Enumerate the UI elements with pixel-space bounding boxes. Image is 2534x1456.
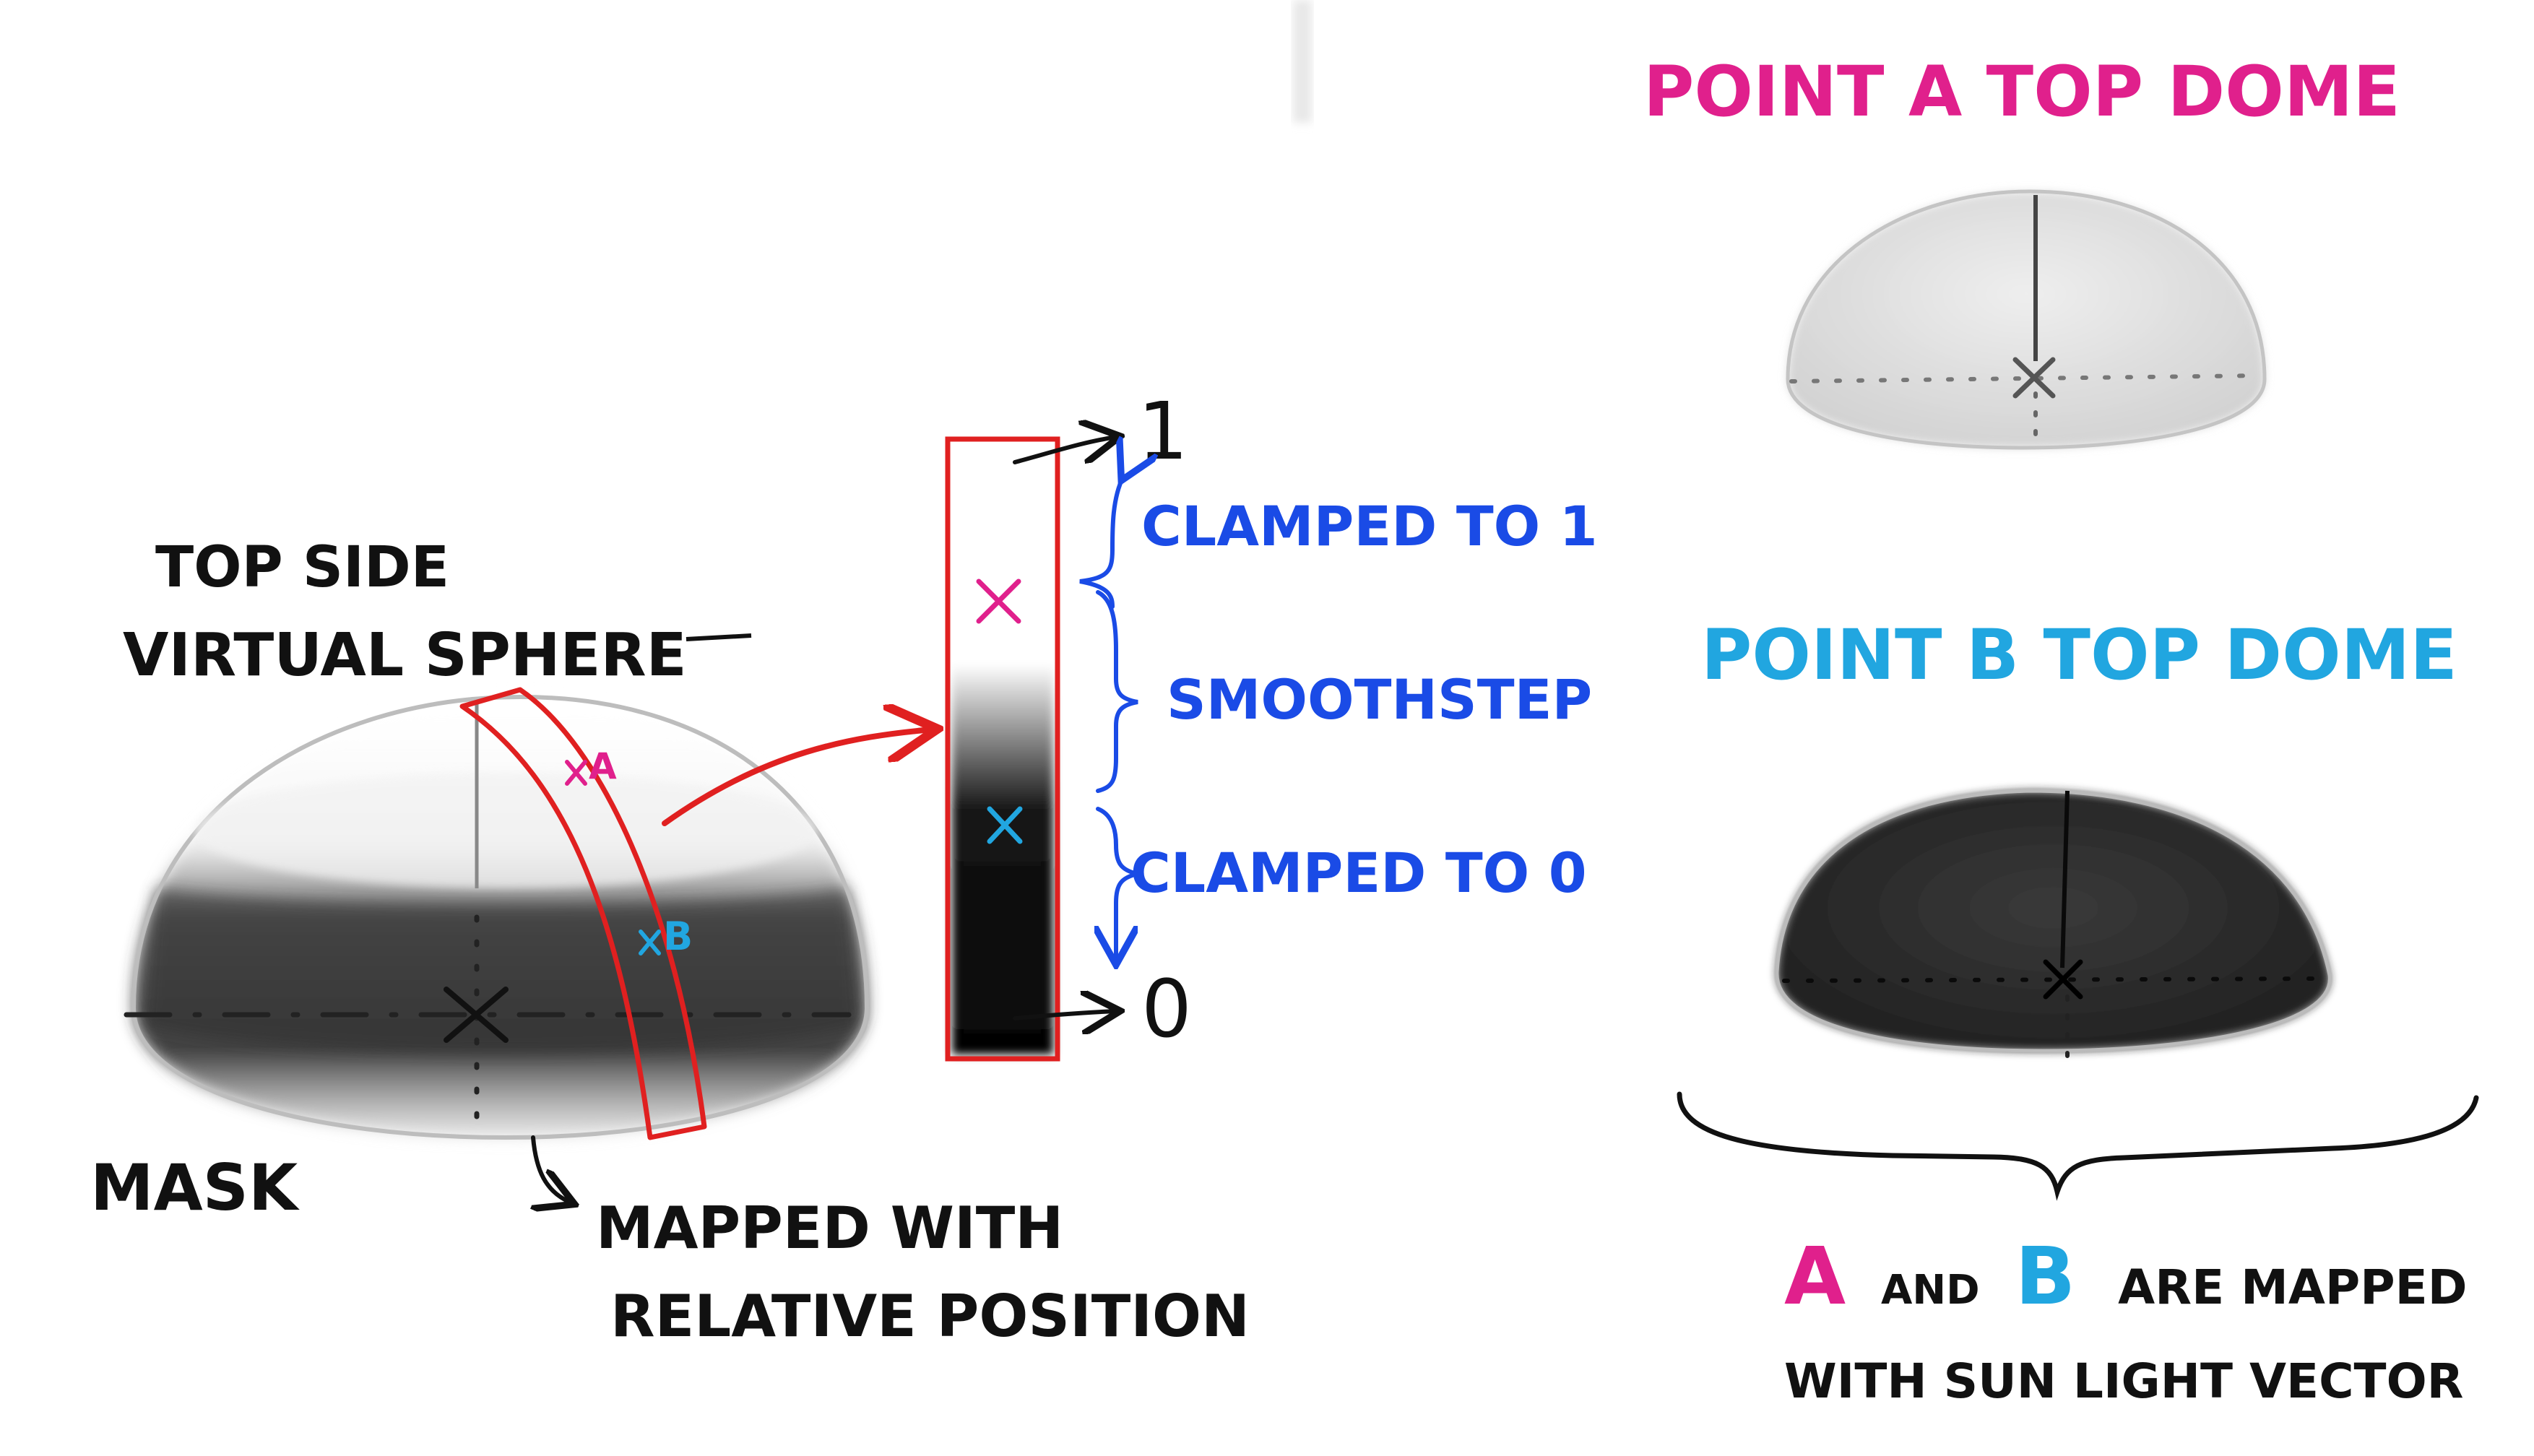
sphere-title-line2: VIRTUAL SPHERE [123, 621, 687, 690]
caption-rest-line1: ARE MAPPED [2118, 1260, 2467, 1315]
caption-a: A [1784, 1230, 1846, 1322]
dome-b-vertical-axis [2060, 790, 2070, 968]
dome-a-center-x-icon [2012, 357, 2056, 399]
mask-label: MASK [90, 1150, 300, 1225]
mapped-arrow [533, 1135, 571, 1202]
caption-line2: WITH SUN LIGHT VECTOR [1784, 1353, 2464, 1409]
brace-smoothstep [1096, 590, 1138, 793]
right-panel-group: POINT A TOP DOME POINT B TOP DOME A AND … [1643, 51, 2479, 1409]
caption-line1: A AND B ARE MAPPED [1784, 1230, 2468, 1322]
clamped-to-1-label: CLAMPED TO 1 [1141, 494, 1598, 558]
point-b-title: POINT B TOP DOME [1701, 615, 2457, 696]
marker-b-x-icon [639, 930, 661, 956]
bottom-value-arrow [1013, 1011, 1116, 1018]
marker-a-label: A [589, 745, 617, 787]
mask-dark-band [144, 888, 860, 1053]
mapped-line1: MAPPED WITH [596, 1195, 1063, 1262]
caption-and: AND [1881, 1267, 1980, 1314]
point-a-title: POINT A TOP DOME [1643, 51, 2400, 132]
strip-marker-b-icon [987, 806, 1023, 844]
dome-a-fill [1788, 191, 2265, 448]
dome-b-outline [1775, 789, 2332, 1053]
gradient-strip-frame [945, 436, 1060, 1062]
bottom-value-label: 0 [1141, 963, 1192, 1055]
dome-b-center-x-icon [2043, 959, 2083, 1000]
marker-b-label: B [663, 914, 693, 959]
dome-b-fill [1776, 791, 2330, 1051]
top-value-arrow [1013, 437, 1116, 464]
red-mapping-arrow [662, 729, 932, 826]
top-value-label: 1 [1138, 385, 1188, 477]
virtual-sphere-group: TOP SiDE VIRTUAL SPHERE A B MASK [90, 535, 1250, 1350]
marker-a-x-icon [565, 760, 587, 786]
strip-marker-a-icon [976, 578, 1021, 624]
brace-clamped-to-0 [1098, 807, 1138, 961]
dome-inner-light [195, 773, 816, 888]
mapped-line2: RELATIVE POSITION [610, 1283, 1250, 1350]
gradient-strip-group: 1 0 CLAMPED TO 1 SMOOTHSTEP CLAMPED TO 0 [945, 385, 1598, 1062]
dome-outline [131, 694, 869, 1008]
dome-a-outline [1786, 189, 2267, 450]
brace-clamped-to-1 [1079, 477, 1123, 609]
dome-b-horizontal-axis [1782, 976, 2321, 983]
sphere-center-x-icon [444, 987, 509, 1043]
dome-base-outline [131, 1007, 869, 1140]
caption-b: B [2015, 1230, 2076, 1322]
title-underline [686, 633, 752, 641]
clamped-to-0-label: CLAMPED TO 0 [1130, 841, 1587, 905]
red-sample-strip [459, 687, 707, 1140]
summary-brace [1677, 1091, 2479, 1201]
smudge-mark [1293, 0, 1312, 123]
gradient-strip-fill [952, 444, 1053, 1054]
sphere-title-line1: TOP SiDE [155, 535, 449, 600]
smoothstep-label: SMOOTHSTEP [1167, 667, 1592, 732]
